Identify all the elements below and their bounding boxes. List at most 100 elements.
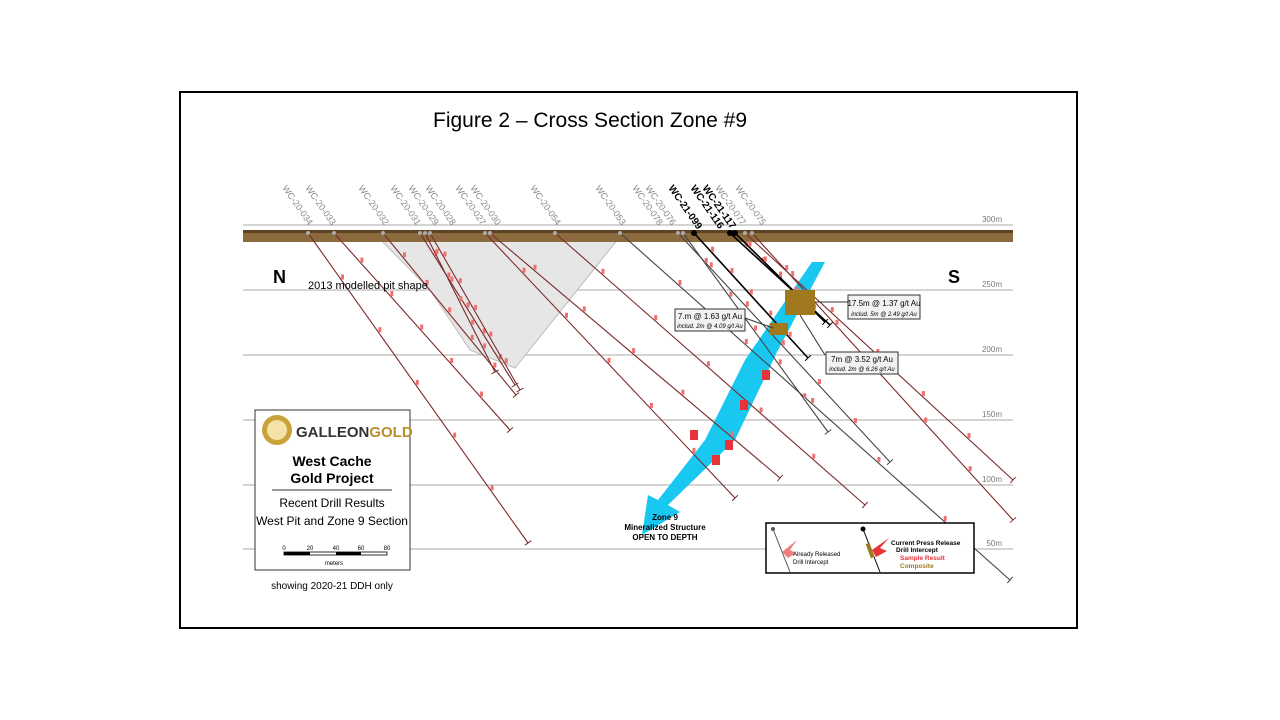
sample-flag (759, 407, 763, 413)
callout-sub: includ. 2m @ 6.26 g/t Au (829, 367, 895, 373)
logo-inner (267, 420, 287, 440)
sample-flag (522, 267, 526, 273)
sample-flag (607, 357, 611, 363)
sample-flag (341, 274, 344, 280)
sample-flag (482, 328, 486, 334)
composite-intercept (785, 290, 815, 315)
drill-hole (483, 231, 739, 502)
drill-hole (618, 231, 1014, 584)
sample-flag (458, 278, 462, 284)
drill-hole (332, 231, 514, 434)
sample-flag (632, 348, 636, 354)
sample-flag (435, 248, 439, 254)
sample-flag (744, 339, 748, 345)
legend-text: Already Released (793, 552, 840, 558)
sample-flag (924, 417, 928, 423)
drill-hole (750, 231, 1017, 524)
sample-flag (489, 331, 493, 337)
sample-flag (650, 402, 653, 408)
elevation-label: 150m (982, 410, 1002, 419)
sample-flag (811, 398, 815, 404)
sample-flag (582, 306, 586, 312)
drill-hole (553, 231, 869, 509)
callout-main: 7.m @ 1.63 g/t Au (678, 312, 742, 321)
sample-flag (493, 362, 497, 368)
elevation-label: 200m (982, 345, 1002, 354)
hole-label: WC-20-053 (593, 183, 628, 226)
legend-text: Current Press Release (891, 540, 961, 547)
sample-flag (921, 391, 925, 397)
sample-flag (788, 331, 792, 337)
sample-flag (504, 358, 508, 364)
sample-flag (745, 301, 749, 307)
sample-flag (533, 264, 537, 270)
sample-flag (943, 516, 947, 522)
assay-cluster (712, 455, 720, 465)
legend-text: Composite (900, 563, 934, 570)
sample-flag (748, 241, 752, 247)
callout-main: 17.5m @ 1.37 g/t Au (847, 299, 920, 308)
callout-sub: includ. 2m @ 4.09 g/t Au (677, 324, 743, 330)
sample-flag (459, 296, 463, 302)
scale-tick: 80 (384, 546, 391, 552)
sample-flag (812, 453, 816, 459)
sample-flag (769, 310, 773, 316)
zone-label-line: Zone 9 (652, 513, 678, 522)
sample-flag-icon (782, 540, 797, 558)
sample-flag (778, 359, 782, 365)
sample-flag (678, 280, 682, 286)
sample-flag (565, 312, 568, 318)
callout-1: 17.5m @ 1.37 g/t Au includ. 5m @ 2.49 g/… (815, 294, 921, 320)
sample-flag (729, 291, 733, 297)
sample-flag (448, 307, 452, 313)
sample-flag (390, 291, 394, 297)
sample-flag (754, 325, 758, 331)
legend-box: Already Released Drill Intercept Current… (765, 522, 975, 574)
scale-tick: 20 (307, 546, 314, 552)
hole-label: WC-20-032 (356, 183, 391, 226)
sample-flag (654, 315, 658, 321)
sample-flag (450, 358, 454, 364)
sample-flag (781, 340, 785, 346)
zone-label-line: OPEN TO DEPTH (632, 533, 697, 542)
sample-flag (803, 393, 807, 399)
project-name: West Cache (292, 453, 371, 469)
sample-flag (447, 272, 451, 278)
sample-flag (425, 279, 429, 285)
elevation-label: 100m (982, 475, 1002, 484)
project-name: Gold Project (290, 470, 374, 486)
sample-flag (474, 304, 478, 310)
hole-label: WC-20-054 (528, 183, 563, 226)
sample-flag (402, 252, 406, 258)
drill-hole (488, 231, 783, 482)
legend-text: Drill Intercept (896, 547, 939, 554)
sample-flag (967, 433, 971, 439)
scale-tick: 0 (282, 546, 286, 552)
sample-flag (779, 271, 783, 277)
sample-flag (853, 418, 857, 424)
callout-sub: includ. 5m @ 2.49 g/t Au (851, 312, 917, 318)
scale-unit: meters (325, 561, 343, 567)
sample-flag (470, 334, 474, 340)
assay-cluster (762, 370, 770, 380)
brand-text: GALLEONGOLD (296, 424, 413, 441)
zone9-label: Zone 9 Mineralized Structure OPEN TO DEP… (624, 513, 706, 542)
sample-flag (483, 343, 487, 349)
sample-flag (706, 361, 710, 367)
sample-flag (601, 268, 605, 274)
sample-flag (490, 485, 494, 491)
sample-flag (968, 466, 972, 472)
south-label: S (948, 267, 960, 287)
drill-hole (381, 231, 520, 398)
figure-frame (179, 91, 1078, 629)
sample-flag (378, 327, 382, 333)
sample-flag (480, 391, 484, 397)
sample-flag (466, 302, 470, 308)
elevation-label: 50m (986, 539, 1002, 548)
sample-flag (711, 246, 715, 252)
elevation-label: 250m (982, 280, 1002, 289)
subtitle: Recent Drill Results (279, 496, 384, 510)
footnote: showing 2020-21 DDH only (271, 581, 393, 592)
sample-flag (360, 257, 364, 263)
